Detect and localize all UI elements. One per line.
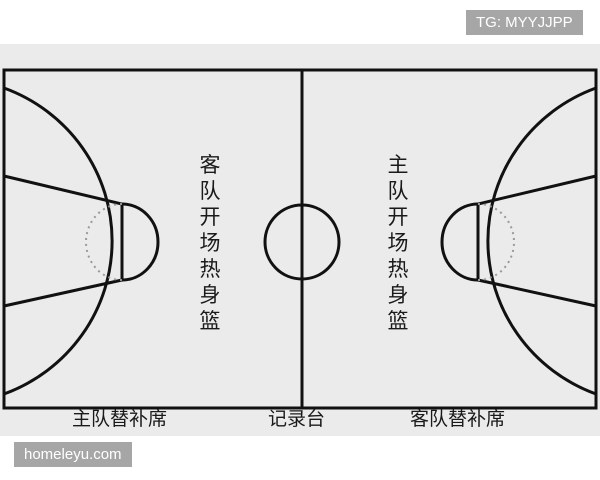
label-character: 客: [199, 153, 221, 177]
left-key: [3, 174, 124, 308]
label-character: 热: [199, 257, 221, 281]
label-character: 场: [387, 231, 409, 255]
right-free-throw-arc: [440, 202, 479, 282]
right-free-throw-dashed-arc: [477, 203, 515, 281]
label-character: 篮: [387, 309, 409, 333]
label-character: 热: [387, 257, 409, 281]
left-warmup-basket-label: 客队开场热身篮: [190, 152, 230, 334]
basketball-court-diagram: [2, 68, 598, 410]
label-character: 队: [387, 179, 409, 203]
court-boundary: [2, 68, 598, 410]
label-character: 场: [199, 231, 221, 255]
label-character: 主: [387, 153, 409, 177]
label-character: 队: [199, 179, 221, 203]
right-three-point-arc: [486, 86, 597, 396]
center-circle: [263, 203, 341, 281]
label-character: 身: [387, 283, 409, 307]
right-warmup-basket-label: 主队开场热身篮: [378, 152, 418, 334]
label-character: 开: [199, 205, 221, 229]
label-character: 开: [387, 205, 409, 229]
home-bench-label: 主队替补席: [72, 408, 168, 430]
scorer-table-label: 记录台: [268, 408, 326, 430]
label-character: 篮: [199, 309, 221, 333]
left-free-throw-arc: [121, 202, 160, 282]
right-key: [476, 174, 597, 308]
left-three-point-arc: [3, 86, 114, 396]
watermark-bottom-left: homeleyu.com: [14, 442, 132, 467]
court-area: [0, 44, 600, 436]
away-bench-label: 客队替补席: [410, 408, 506, 430]
watermark-top-right: TG: MYYJJPP: [466, 10, 583, 35]
left-free-throw-dashed-arc: [85, 203, 123, 281]
label-character: 身: [199, 283, 221, 307]
